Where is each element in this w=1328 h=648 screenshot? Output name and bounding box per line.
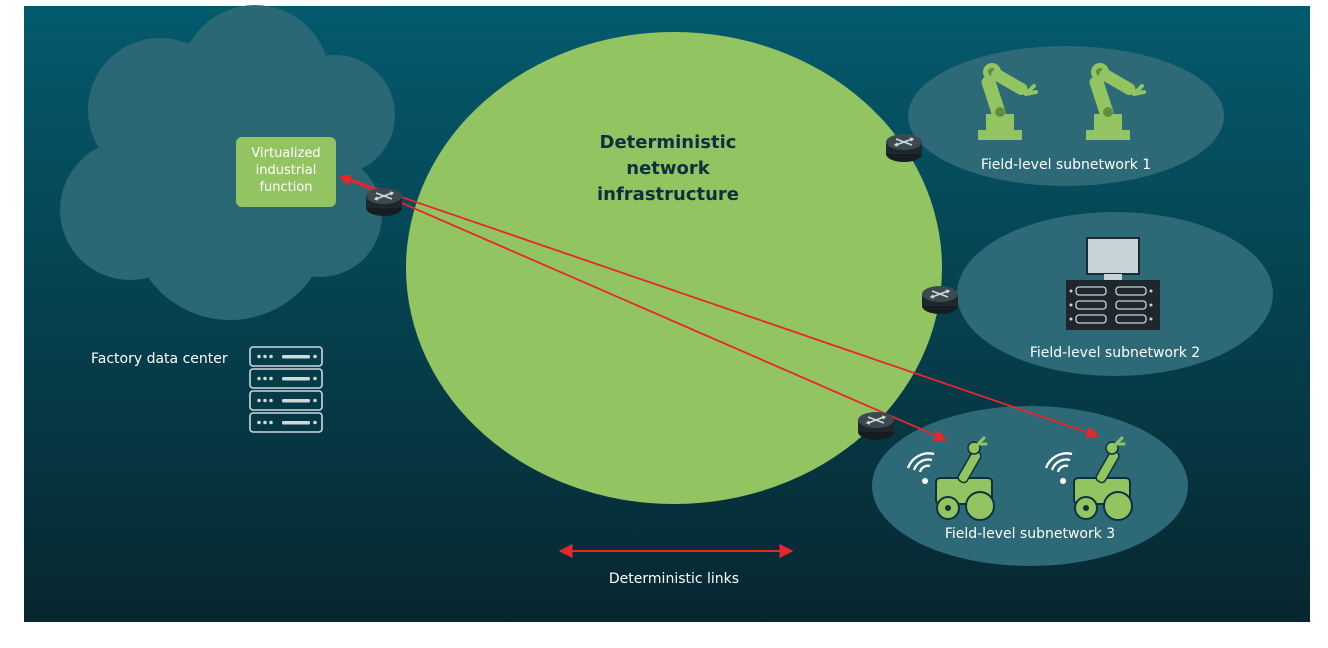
subnetwork-3-label: Field-level subnetwork 3: [945, 526, 1115, 542]
virtualized-function-line3: function: [259, 180, 312, 195]
core-title-line1: Deterministic: [600, 132, 737, 153]
link-to-robot-2: [339, 175, 1100, 439]
subnetwork-1-label: Field-level subnetwork 1: [981, 157, 1151, 173]
virtualized-function-line2: industrial: [256, 163, 317, 178]
wifi-icon: [1044, 452, 1073, 484]
subnetwork-3-area: [872, 406, 1188, 566]
legend-links-label: Deterministic links: [609, 571, 739, 587]
virtualized-function-line1: Virtualized: [251, 146, 320, 161]
router-icon-subnet-3: [857, 411, 895, 441]
router-icon-datacenter: [365, 187, 403, 217]
subnetwork-2-label: Field-level subnetwork 2: [1030, 345, 1200, 361]
data-center-label: Factory data center: [91, 351, 228, 367]
link-to-robot-1: [338, 174, 948, 442]
control-panel-icon: [1066, 237, 1160, 330]
router-icon-subnet-1: [885, 133, 923, 163]
wifi-icon: [906, 452, 935, 484]
router-icon-subnet-2: [921, 285, 959, 315]
virtualized-function-box: [236, 137, 336, 207]
core-title-line2: network: [626, 158, 710, 179]
deterministic-link-arrows: [338, 174, 1100, 442]
core-title-line3: infrastructure: [597, 184, 739, 205]
